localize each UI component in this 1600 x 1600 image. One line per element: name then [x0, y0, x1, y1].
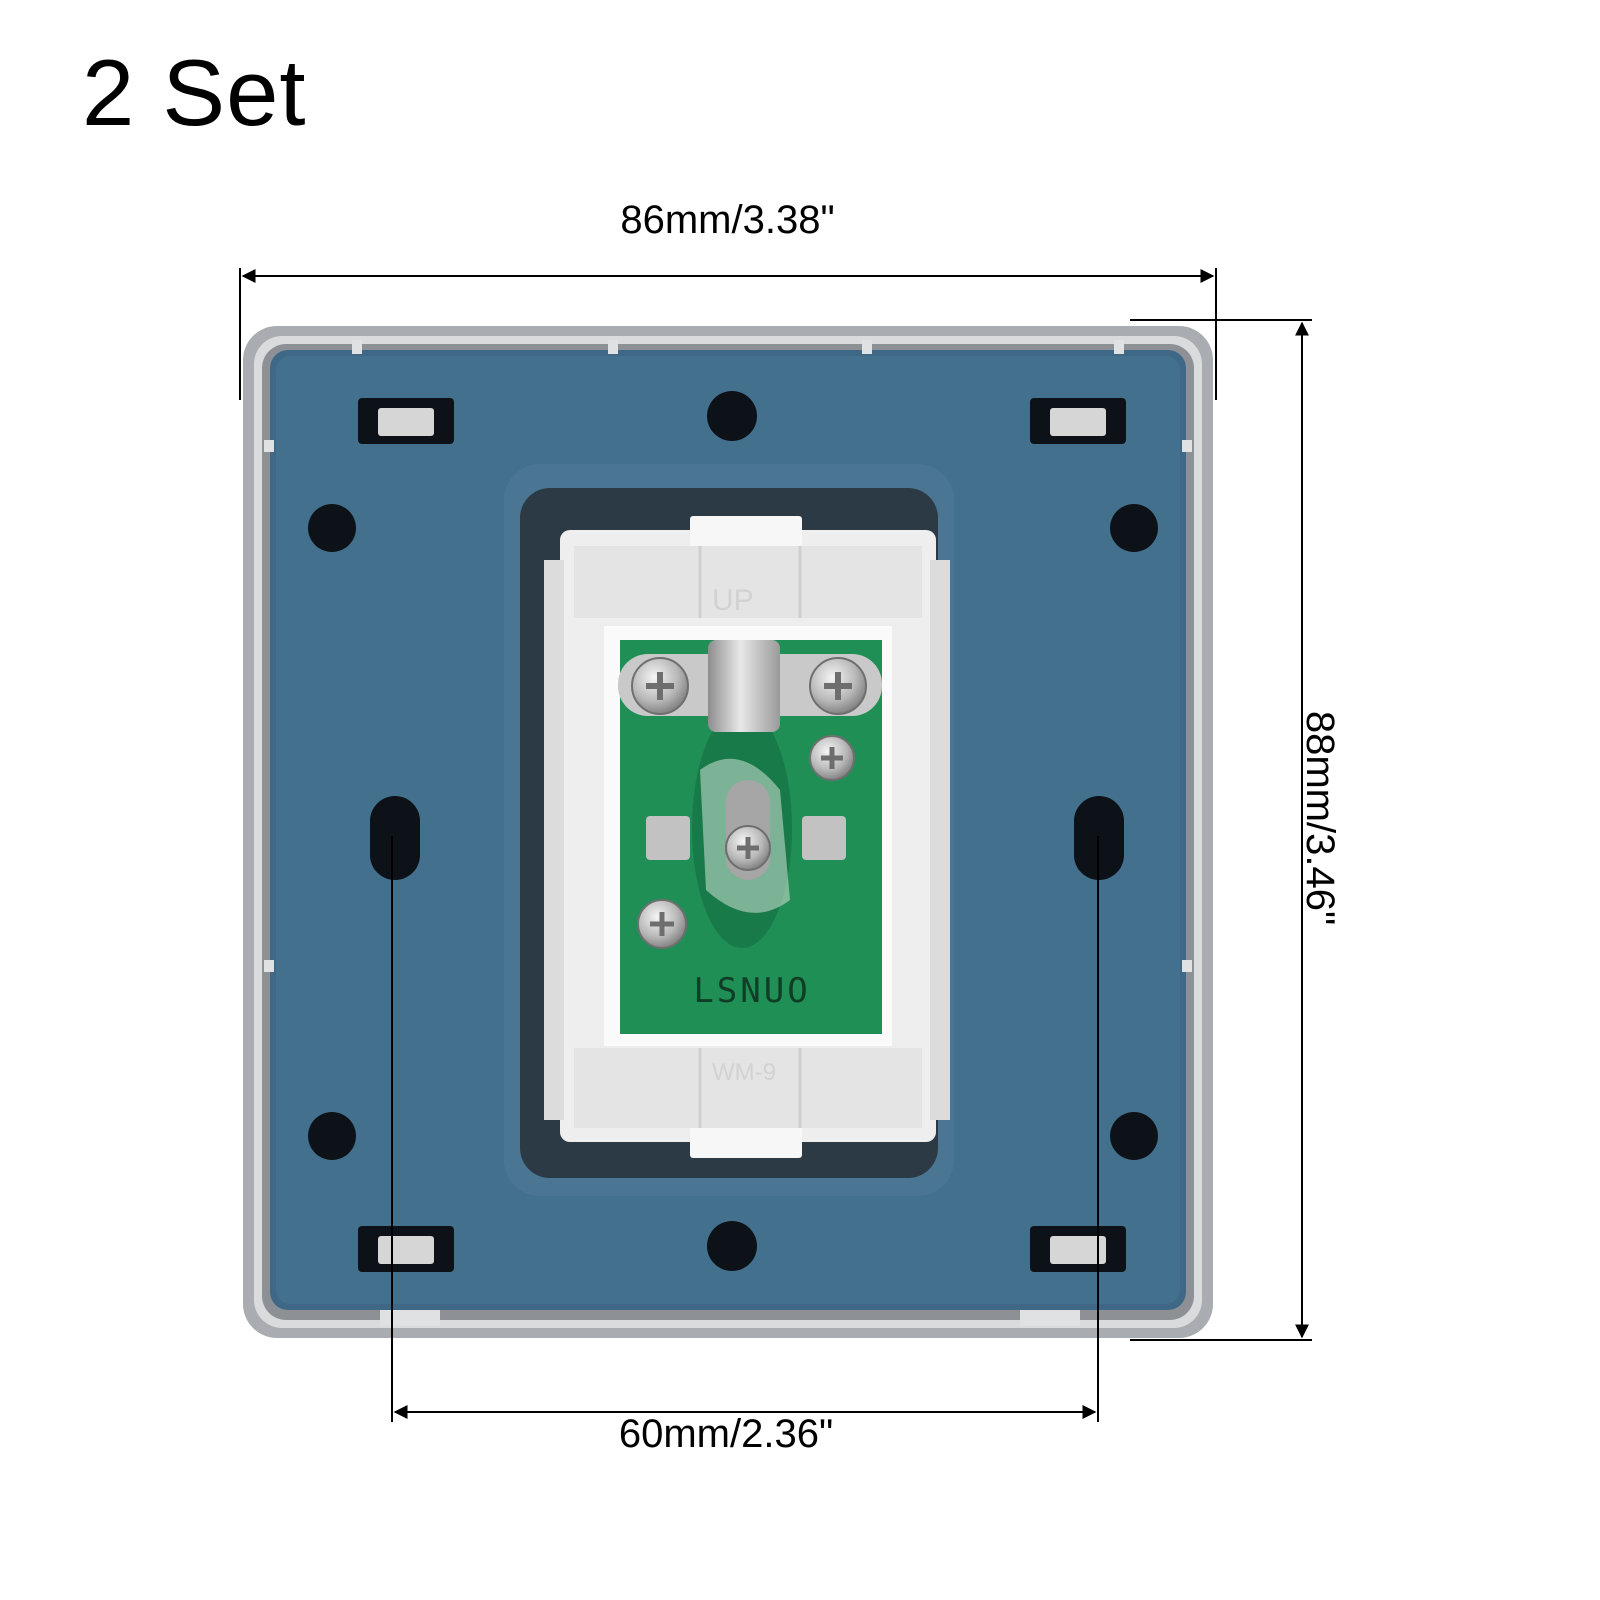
- hole-spacing-dimension-line: [391, 836, 1099, 1422]
- screw-icons: [631, 657, 867, 949]
- pcb-brand-marking: LSNUO: [693, 971, 810, 1011]
- housing-marking-bottom: WM-9: [712, 1059, 776, 1086]
- width-dimension-line: [239, 268, 1217, 400]
- housing-marking-top: UP: [712, 584, 754, 617]
- height-dimension-line: [1130, 319, 1312, 1341]
- clip-latches: [358, 398, 1126, 1272]
- width-dimension-label: 86mm/3.38": [620, 198, 835, 242]
- mounting-holes: [308, 391, 1158, 1271]
- hole-spacing-dimension-label: 60mm/2.36": [618, 1412, 834, 1456]
- quantity-title: 2 Set: [82, 40, 307, 145]
